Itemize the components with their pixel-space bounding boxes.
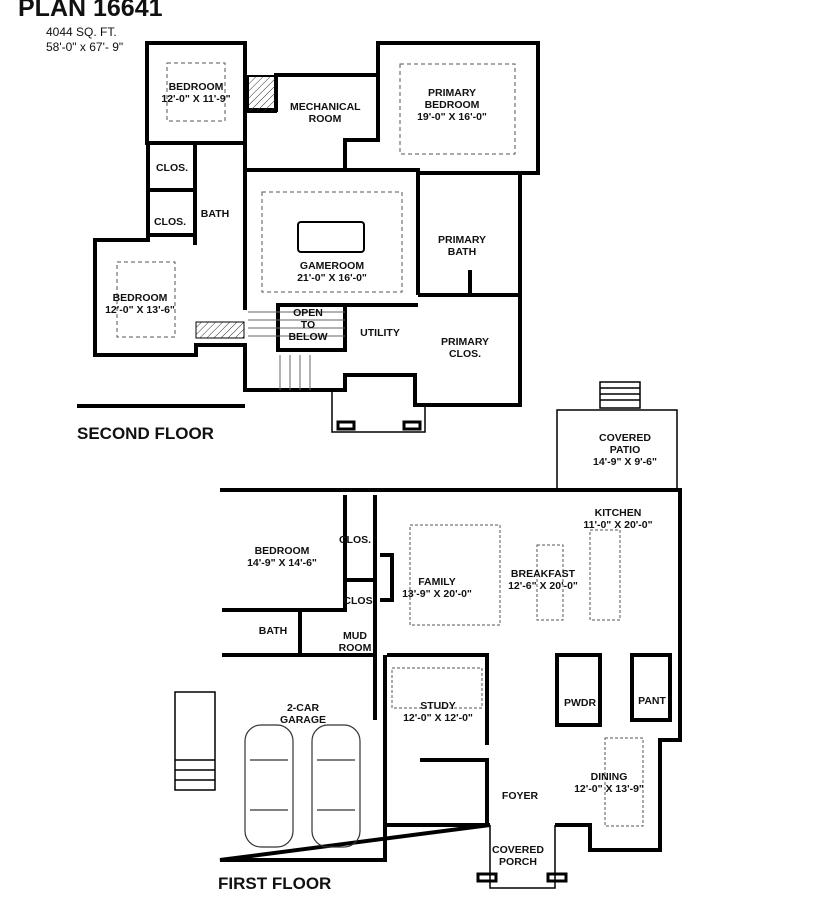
chimney-hatch (195, 321, 245, 339)
room-label: BATH (200, 208, 230, 220)
room-label: PRIMARY BATH (437, 234, 487, 258)
first-floor-label: FIRST FLOOR (218, 874, 332, 893)
room-label: BATH (258, 625, 288, 637)
room-label: PWDR (563, 697, 597, 709)
room-label: PANT (638, 695, 666, 707)
plan-title: PLAN 16641 (18, 0, 163, 22)
room-label: 2-CAR GARAGE (279, 702, 327, 726)
first-floor-walls (219, 488, 682, 862)
ceiling-outlines (116, 62, 516, 338)
square-feet: 4044 SQ. FT. (46, 25, 117, 39)
furniture (391, 524, 644, 827)
second-floor-label: SECOND FLOOR (77, 424, 214, 443)
stairs (248, 311, 345, 390)
room-label: PRIMARY CLOS. (440, 336, 490, 360)
room-label: FOYER (501, 790, 539, 802)
room-label: MECHANICAL ROOM (290, 101, 361, 125)
room-label: UTILITY (360, 327, 400, 339)
room-label: COVERED PORCH (492, 844, 544, 868)
room-label: MUD ROOM (338, 630, 372, 654)
pool-table (297, 221, 365, 253)
patio-porch-outline (174, 381, 678, 889)
overall-dimensions: 58'-0" x 67'- 9" (46, 40, 124, 54)
room-label: OPEN TO BELOW (288, 307, 328, 343)
room-label: CLOS. (338, 534, 372, 546)
front-porch-second (331, 392, 426, 433)
chimney-hatch (247, 75, 277, 113)
cars (244, 724, 361, 848)
room-label: CLOS (343, 595, 373, 607)
room-label: CLOS. (153, 216, 187, 228)
room-label: CLOS. (155, 162, 189, 174)
